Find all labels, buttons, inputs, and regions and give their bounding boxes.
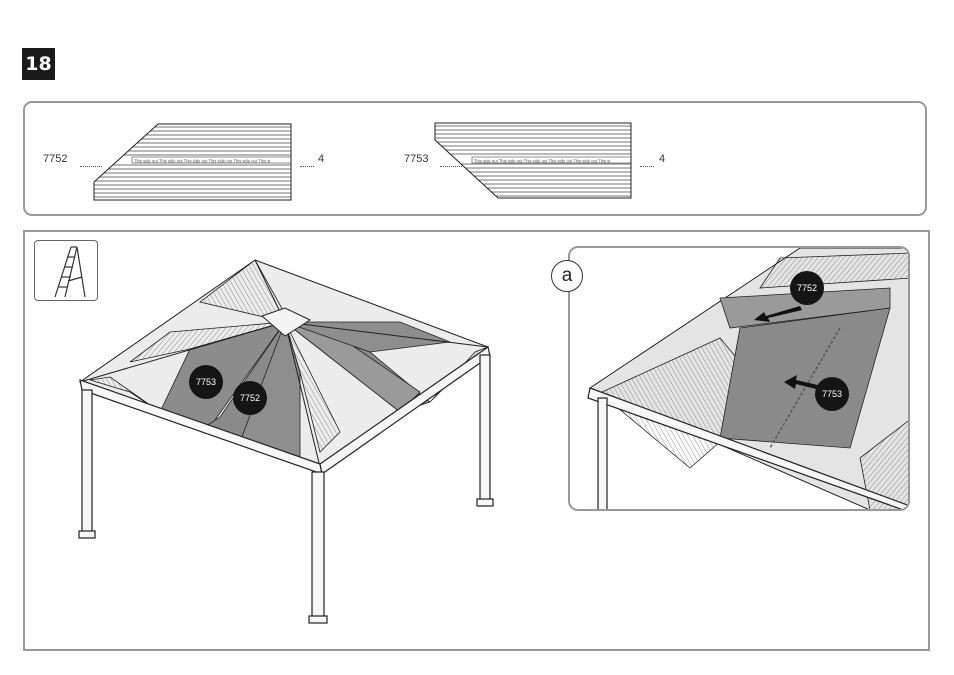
ladder-tool-box [34,240,98,301]
stripe-text-7753: This side out This side out This side ou… [474,159,610,164]
stripe-text-7752: This side out This side out This side ou… [134,159,270,164]
part-leader [640,166,654,167]
callout-badge: 7753 [189,365,223,399]
detail-label-a: a [551,260,583,292]
main-illustration-panel [23,230,930,651]
part-code-7752: 7752 [43,153,68,165]
ladder-icon [54,246,86,298]
gazebo-illustration [78,259,494,624]
callout-badge: 7753 [815,377,849,411]
stripe-text-label: This side out This side out This side ou… [134,159,270,164]
callout-badge: 7752 [233,381,267,415]
part-leader [80,166,102,167]
stripe-text-label: This side out This side out This side ou… [474,159,610,164]
part-qty-7753: 4 [659,153,666,165]
panel-7753-illustration [434,122,632,199]
parts-panel [23,101,927,216]
detail-illustration [587,248,908,509]
part-leader [440,166,462,167]
part-code-7753: 7753 [404,153,429,165]
detail-view-panel [568,246,910,511]
callout-badge: 7752 [790,271,824,305]
step-number-badge: 18 [22,48,55,80]
part-qty-7752: 4 [318,153,325,165]
panel-7752-illustration [93,123,292,201]
part-leader [300,166,314,167]
